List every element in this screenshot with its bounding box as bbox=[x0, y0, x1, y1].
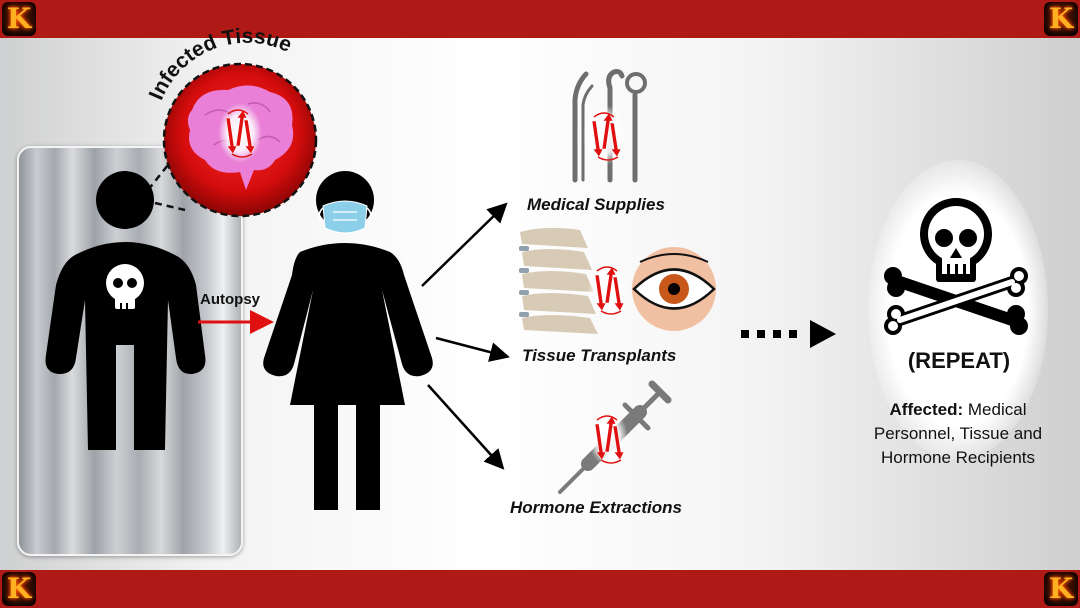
medical-supplies-label: Medical Supplies bbox=[527, 195, 665, 214]
spine-and-eye-icon bbox=[519, 227, 716, 334]
k-logo-icon: K bbox=[2, 2, 36, 36]
footer-bar: K K bbox=[0, 570, 1080, 608]
k-logo-icon: K bbox=[1044, 572, 1078, 606]
tissue-transplants-label: Tissue Transplants bbox=[522, 346, 677, 365]
syringe-icon bbox=[558, 380, 672, 494]
deceased-person-icon bbox=[45, 171, 206, 450]
infected-tissue-brain-icon bbox=[162, 62, 318, 218]
affected-line3: Hormone Recipients bbox=[880, 448, 1035, 467]
repeat-arrow bbox=[741, 320, 836, 348]
morgue-slab bbox=[17, 146, 243, 556]
affected-line1: Medical bbox=[963, 400, 1027, 419]
skull-and-crossbones-icon bbox=[884, 198, 1028, 335]
autopsy-label: Autopsy bbox=[200, 291, 260, 308]
affected-line2: Personnel, Tissue and bbox=[873, 424, 1043, 443]
skull-icon bbox=[106, 264, 144, 309]
k-logo-icon: K bbox=[1044, 2, 1078, 36]
k-logo-icon: K bbox=[2, 572, 36, 606]
hormone-extractions-label: Hormone Extractions bbox=[510, 498, 682, 517]
medical-instruments-icon bbox=[572, 69, 647, 183]
header-bar: K K bbox=[0, 0, 1080, 38]
face-mask-icon bbox=[318, 200, 372, 234]
affected-prefix: Affected: bbox=[889, 400, 964, 419]
affected-text: Affected: Medical Personnel, Tissue and … bbox=[848, 398, 1068, 470]
repeat-label: (REPEAT) bbox=[907, 348, 1011, 373]
